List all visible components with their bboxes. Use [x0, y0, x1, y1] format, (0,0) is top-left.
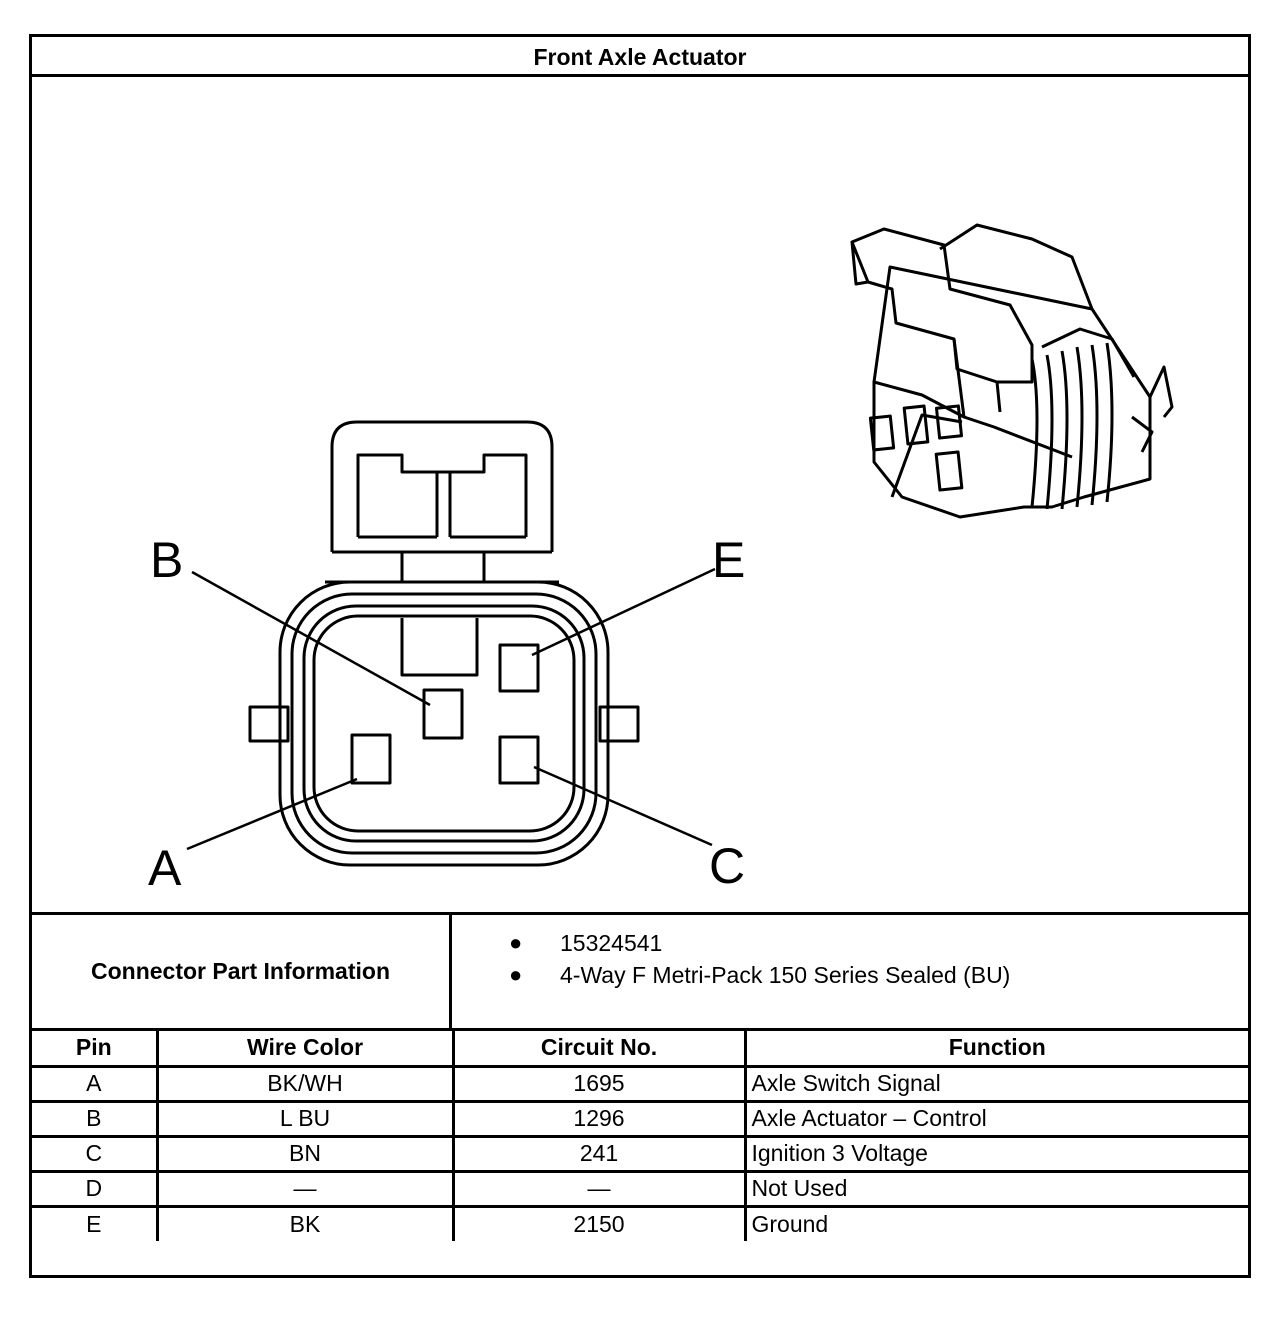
- cell-pin: B: [32, 1099, 159, 1138]
- table-row: D — — Not Used: [32, 1169, 1248, 1208]
- cell-pin: E: [32, 1204, 159, 1241]
- connector-info-item: ● 4-Way F Metri-Pack 150 Series Sealed (…: [452, 959, 1010, 991]
- pin-label-e: E: [712, 532, 745, 588]
- cell-circuit: 2150: [451, 1204, 747, 1241]
- cell-wire-color: L BU: [155, 1099, 455, 1138]
- cell-circuit: —: [451, 1169, 747, 1208]
- pin-table-header: Pin Wire Color Circuit No. Function: [32, 1031, 1248, 1068]
- cell-function: Not Used: [743, 1169, 1248, 1208]
- connector-face-drawing: [186, 420, 716, 867]
- cell-wire-color: —: [155, 1169, 455, 1208]
- cell-function: Axle Switch Signal: [743, 1064, 1248, 1103]
- connector-isometric-illustration: [850, 223, 1174, 519]
- pin-label-c: C: [709, 838, 745, 894]
- header-function: Function: [743, 1031, 1248, 1068]
- header-wire-color: Wire Color: [155, 1031, 455, 1068]
- connector-info-list: ● 15324541 ● 4-Way F Metri-Pack 150 Seri…: [452, 927, 1010, 991]
- cavity-c: [498, 735, 540, 785]
- cell-circuit: 241: [451, 1134, 747, 1173]
- cavity-a: [350, 733, 392, 785]
- cell-function: Ignition 3 Voltage: [743, 1134, 1248, 1173]
- cell-circuit: 1695: [451, 1064, 747, 1103]
- cell-function: Axle Actuator – Control: [743, 1099, 1248, 1138]
- pin-table: Pin Wire Color Circuit No. Function A BK…: [32, 1031, 1248, 1241]
- table-row: C BN 241 Ignition 3 Voltage: [32, 1134, 1248, 1173]
- connector-diagram: B E A C: [148, 223, 1174, 896]
- cell-wire-color: BK/WH: [155, 1064, 455, 1103]
- cell-wire-color: BN: [155, 1134, 455, 1173]
- connector-figure: B E A C: [32, 77, 1248, 915]
- cell-function: Ground: [743, 1204, 1248, 1241]
- table-row: B L BU 1296 Axle Actuator – Control: [32, 1099, 1248, 1138]
- pin-label-b: B: [150, 532, 183, 588]
- pin-label-a: A: [148, 840, 182, 896]
- connector-sheet: Front Axle Actuator: [29, 34, 1251, 1278]
- cavity-e: [498, 643, 540, 693]
- connector-description: 4-Way F Metri-Pack 150 Series Sealed (BU…: [560, 962, 1011, 988]
- bullet-icon: ●: [509, 962, 523, 987]
- cell-pin: A: [32, 1064, 159, 1103]
- header-circuit: Circuit No.: [451, 1031, 747, 1068]
- bullet-icon: ●: [509, 930, 523, 955]
- cavity-d: [422, 688, 464, 740]
- header-pin: Pin: [32, 1031, 159, 1068]
- cell-circuit: 1296: [451, 1099, 747, 1138]
- cell-wire-color: BK: [155, 1204, 455, 1241]
- connector-info-item: ● 15324541: [452, 927, 1010, 959]
- page-title: Front Axle Actuator: [32, 37, 1248, 77]
- connector-part-info: Connector Part Information ● 15324541 ● …: [32, 912, 1248, 1031]
- part-number: 15324541: [560, 930, 663, 956]
- cell-pin: D: [32, 1169, 159, 1208]
- cell-pin: C: [32, 1134, 159, 1173]
- table-row: A BK/WH 1695 Axle Switch Signal: [32, 1064, 1248, 1103]
- connector-info-label: Connector Part Information: [32, 915, 452, 1028]
- table-row: E BK 2150 Ground: [32, 1204, 1248, 1241]
